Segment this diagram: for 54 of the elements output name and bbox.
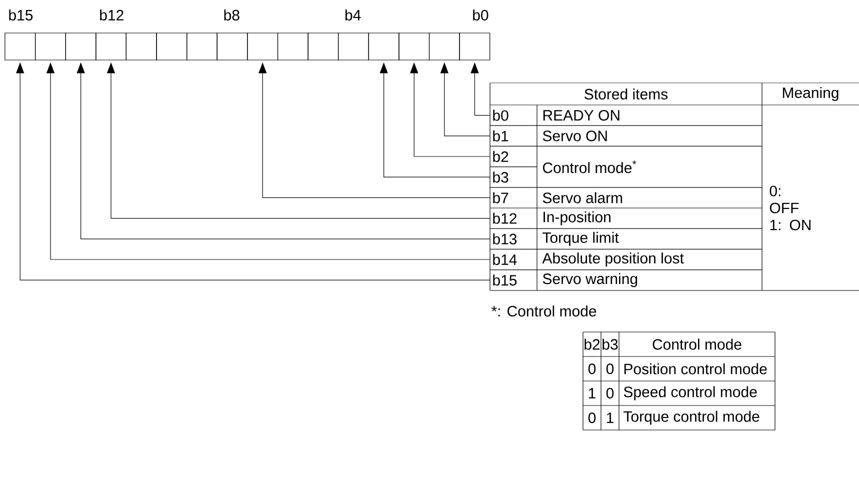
table-cell: 0 xyxy=(606,364,614,374)
table-cell: READY ON xyxy=(543,110,620,121)
register-cell xyxy=(156,32,188,60)
bit-number: b0 xyxy=(473,10,488,20)
table-cell: Absolute position lost xyxy=(542,252,684,266)
table-cell: 1 xyxy=(606,412,614,423)
bit-label: b3 xyxy=(493,172,508,183)
table-header: b3 xyxy=(602,338,618,350)
table-header: Meaning xyxy=(782,87,838,101)
register-cell xyxy=(4,32,36,60)
table-cell: Control mode$^{*}$ xyxy=(542,160,636,174)
table-cell: 0 xyxy=(588,412,596,424)
register-cell xyxy=(338,32,369,60)
register-cell xyxy=(216,32,248,60)
table-cell: 0 xyxy=(606,388,614,398)
table-cell: Servo alarm xyxy=(542,192,622,204)
bit-number: b8 xyxy=(224,10,240,20)
bit-label: b15 xyxy=(493,274,517,286)
table-cell: In-position xyxy=(544,211,610,226)
bit-label: b1 xyxy=(493,130,508,142)
bit-label: b14 xyxy=(493,254,517,265)
table-cell: Position control mode xyxy=(624,363,767,374)
bit-label: b12 xyxy=(493,212,516,224)
table-cell: Servo ON xyxy=(542,130,607,142)
register-cell xyxy=(308,32,339,60)
register-cell xyxy=(126,32,157,60)
table-cell: Speed control mode xyxy=(624,386,757,400)
register-cell xyxy=(398,32,430,60)
register-cell xyxy=(459,32,490,60)
bit-label: b0 xyxy=(493,110,508,121)
table-header: Control mode xyxy=(652,338,742,350)
bit-label: b2 xyxy=(493,151,508,162)
table-cell: 0 xyxy=(588,364,596,374)
table-cell: Servo warning xyxy=(542,273,638,288)
register-cell xyxy=(428,32,460,60)
footnote: *: Control mode xyxy=(491,306,596,316)
table-cell: Torque limit xyxy=(542,232,619,246)
register-cell xyxy=(65,32,96,60)
register-cell xyxy=(247,32,278,60)
register-cell xyxy=(277,32,308,60)
bit-number: b4 xyxy=(345,10,361,20)
bit-number: b12 xyxy=(100,10,124,20)
bit-number: b15 xyxy=(9,10,33,20)
bit-label: b13 xyxy=(493,233,517,244)
table-cell: 1 xyxy=(588,388,596,398)
register-cell xyxy=(368,32,400,60)
table-cell: 0: OFF 1: ON xyxy=(770,186,810,230)
table-header: Stored items xyxy=(584,88,668,100)
table-cell: Torque control mode xyxy=(624,410,760,425)
register-cell xyxy=(186,32,218,60)
register-cell xyxy=(96,32,126,60)
register-cell xyxy=(35,32,66,60)
table-header: b2 xyxy=(584,338,600,350)
bit-label: b7 xyxy=(493,192,508,204)
